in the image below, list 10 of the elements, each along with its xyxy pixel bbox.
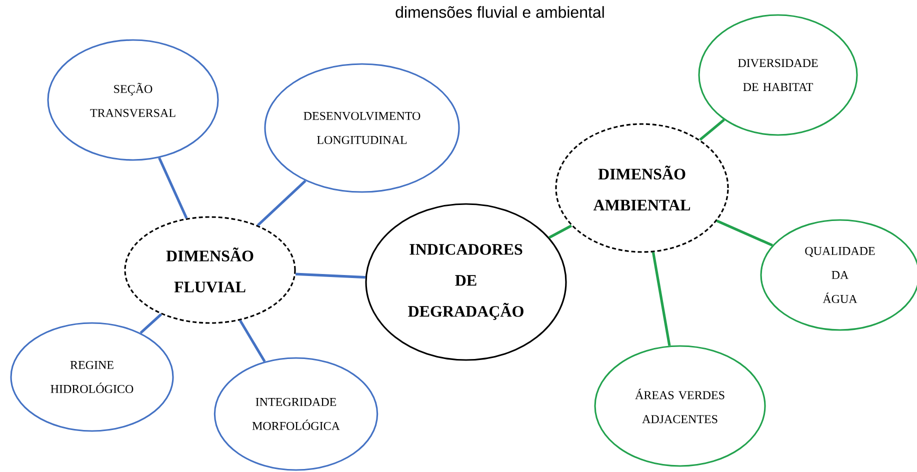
connector-line [296, 272, 366, 279]
connector-line [716, 220, 773, 246]
connector-line [238, 320, 266, 362]
connector-line [548, 224, 572, 239]
connector-line [158, 157, 188, 219]
connector-line [652, 252, 671, 346]
caption-text: dimensões fluvial e ambiental [396, 6, 604, 18]
connector-line [256, 180, 306, 226]
connector-line [140, 313, 162, 334]
connector-line [699, 118, 725, 141]
